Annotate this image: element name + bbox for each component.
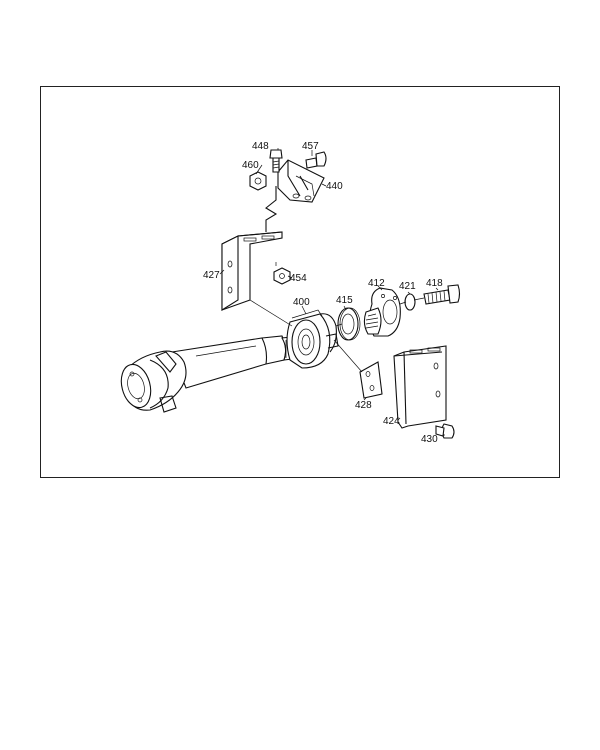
label-424: 424 — [383, 416, 400, 427]
bracket-424 — [393, 345, 447, 429]
label-460: 460 — [242, 160, 259, 171]
bracket-440 — [277, 159, 325, 203]
center-bearing — [286, 309, 339, 369]
label-428: 428 — [355, 400, 372, 411]
bolt-418 — [423, 284, 461, 305]
plate-428 — [359, 361, 383, 399]
washer — [404, 293, 416, 311]
label-454: 454 — [290, 273, 307, 284]
nut-460 — [249, 171, 267, 191]
label-418: 418 — [426, 278, 443, 289]
flange — [363, 287, 401, 337]
label-448: 448 — [252, 141, 269, 152]
label-430: 430 — [421, 434, 438, 445]
label-440: 440 — [326, 181, 343, 192]
label-400: 400 — [293, 297, 310, 308]
nut-454 — [273, 262, 291, 285]
label-412: 412 — [368, 278, 385, 289]
label-427: 427 — [203, 270, 220, 281]
label-457: 457 — [302, 141, 319, 152]
seal-ring — [337, 307, 361, 341]
diagram-frame — [40, 86, 560, 478]
label-421: 421 — [399, 281, 416, 292]
label-415: 415 — [336, 295, 353, 306]
bolt-430 — [435, 423, 455, 439]
drive-shaft — [120, 335, 303, 413]
bolt-457 — [305, 151, 327, 169]
bracket-427 — [221, 186, 283, 311]
